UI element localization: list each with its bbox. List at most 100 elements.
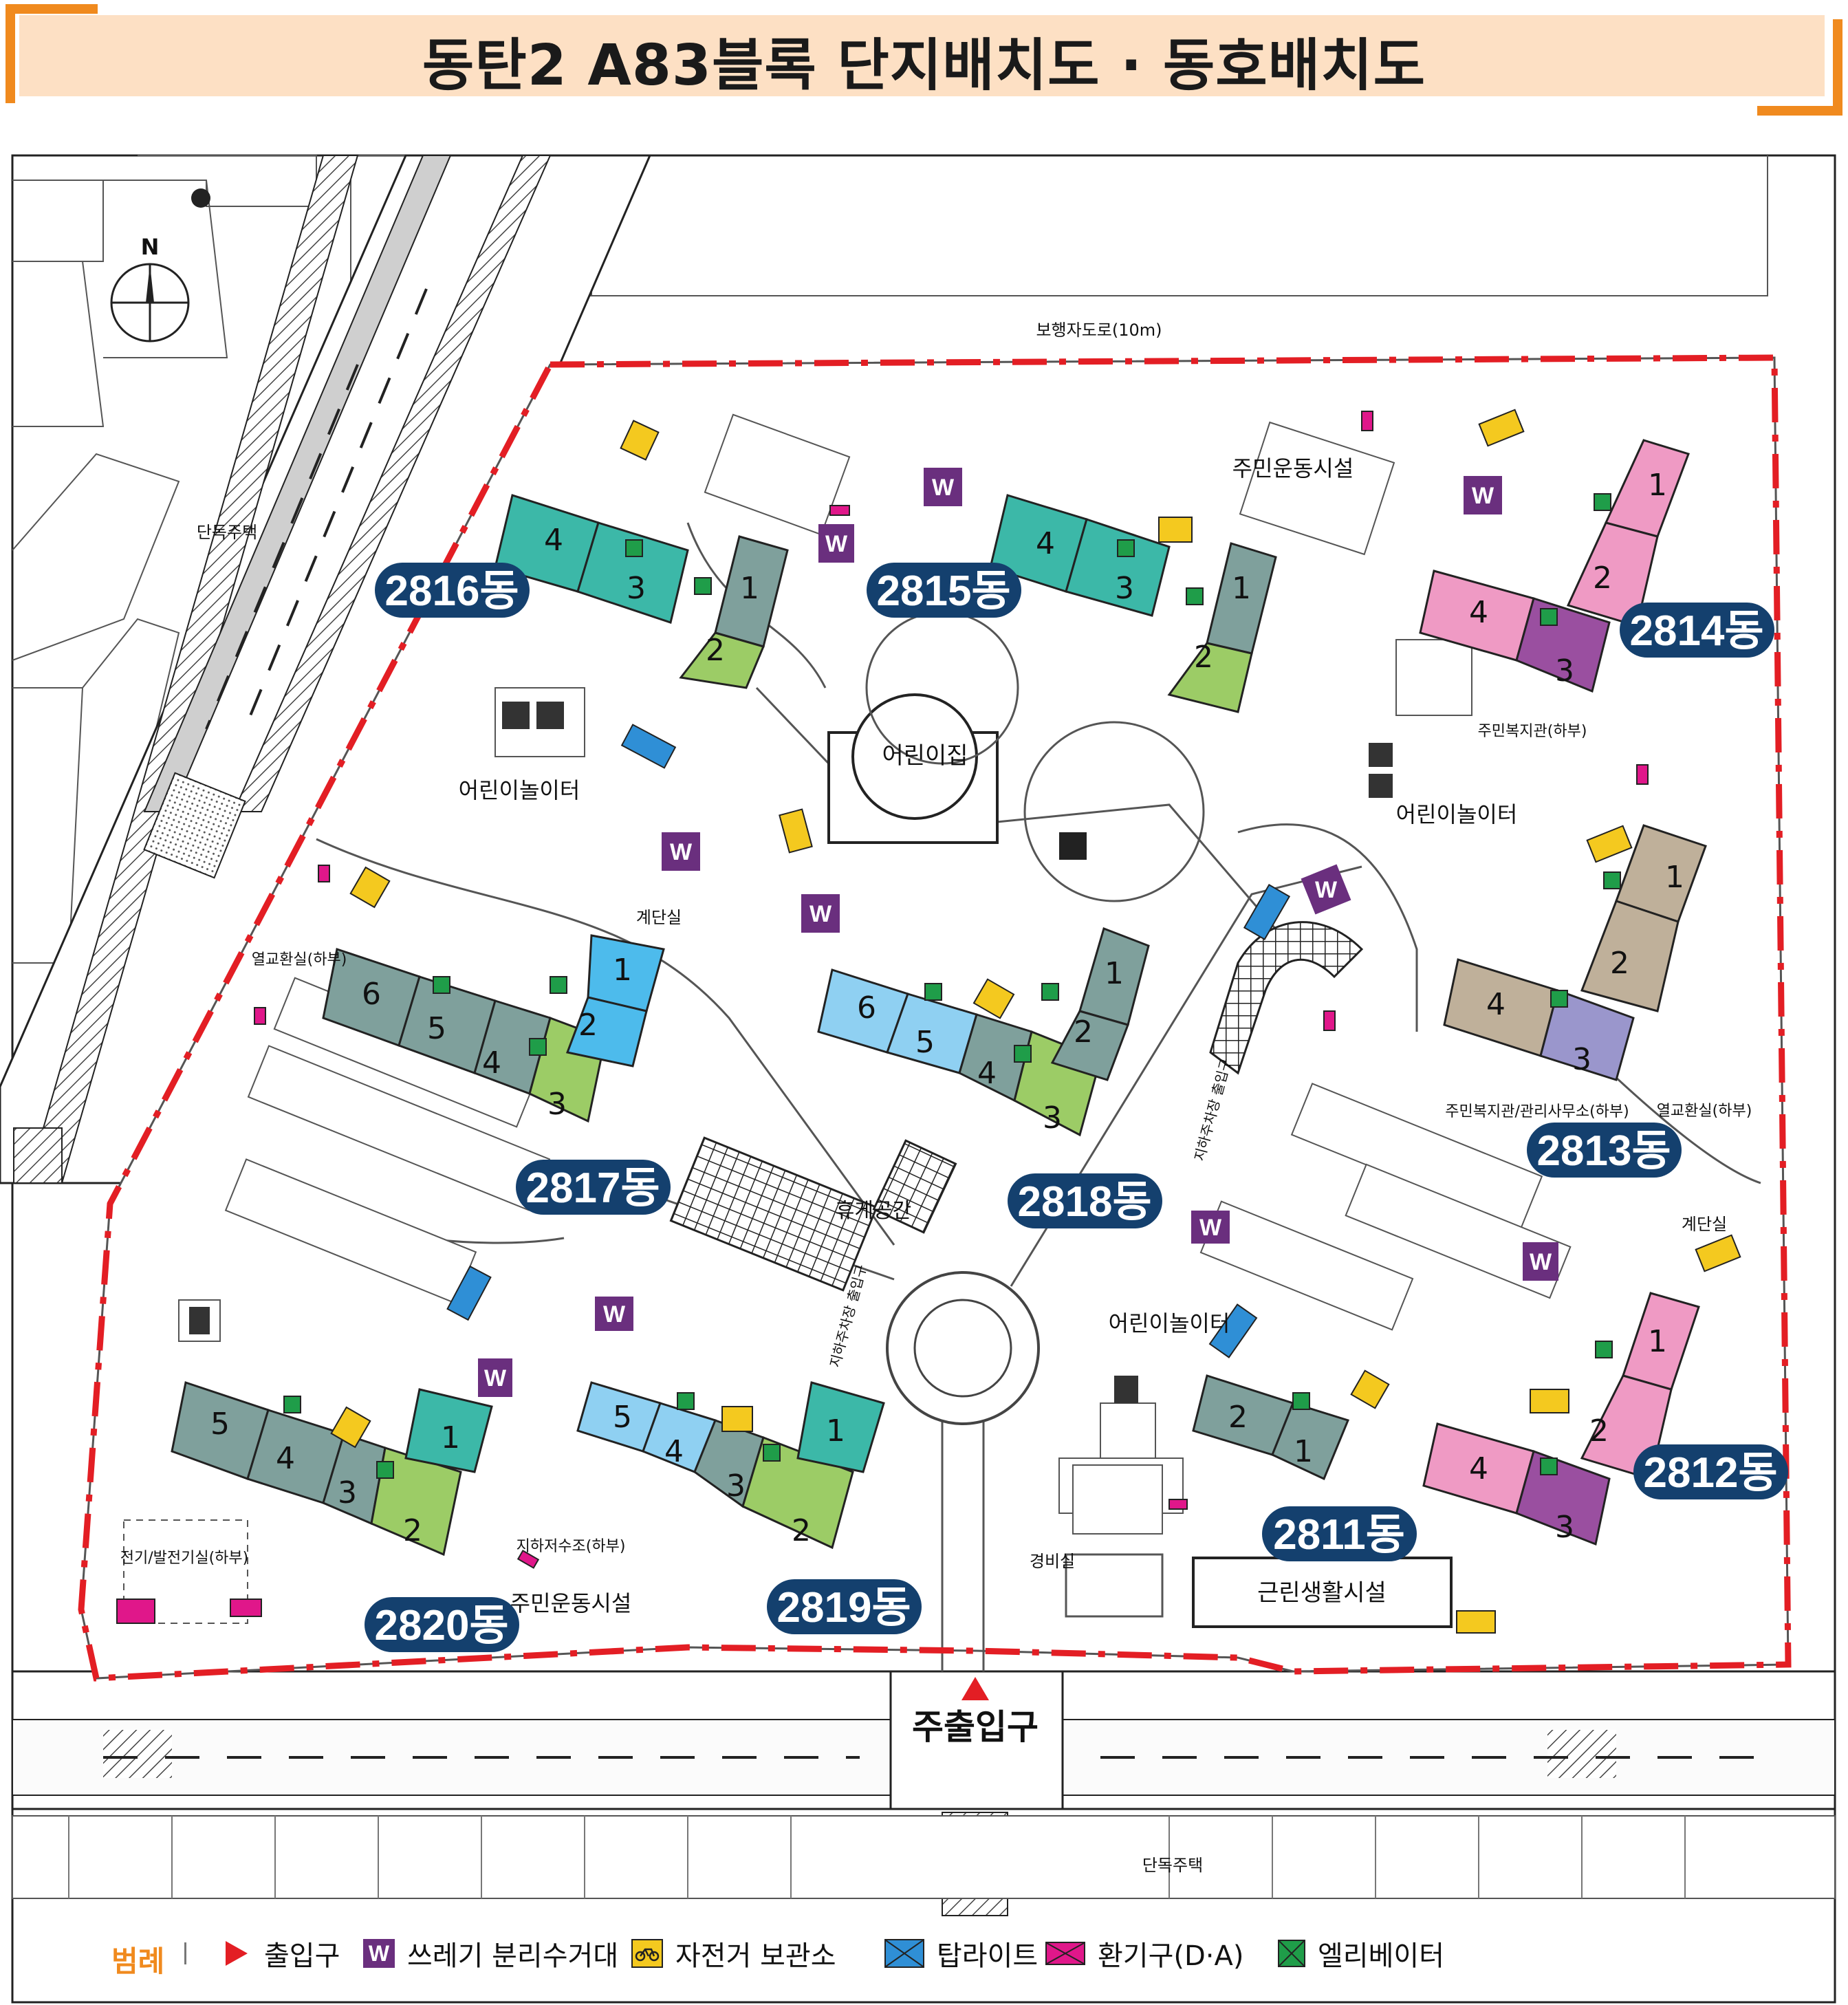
pedestrian-road-label: 보행자도로(10m) [1036, 321, 1162, 340]
daycare-label: 어린이집 [882, 742, 968, 770]
line-number: 4 [1036, 526, 1055, 561]
elevator-icon [1595, 1341, 1613, 1358]
line-number: 5 [915, 1025, 935, 1060]
line-number: 3 [1555, 653, 1574, 689]
line-number: 2 [1589, 1413, 1609, 1449]
badge-2814-label: 2814동 [1630, 607, 1764, 655]
bicycle-icon [1478, 409, 1525, 447]
line-number: 6 [362, 977, 381, 1012]
fitness-top-label: 주민운동시설 [1232, 455, 1354, 481]
line-number: 3 [726, 1468, 746, 1504]
top-light-icon [884, 1939, 924, 1968]
line-number: 3 [1572, 1042, 1591, 1077]
playground-2-label: 어린이놀이터 [1396, 801, 1518, 827]
svg-text:W: W [1315, 877, 1338, 903]
line-number: 1 [1232, 571, 1251, 606]
compass-n-label: N [141, 234, 160, 260]
vent-icon [254, 1007, 266, 1025]
header-corner-bottom-right [1757, 19, 1842, 116]
compass-north-arrow: N [110, 234, 190, 343]
elevator-icon [1041, 983, 1059, 1001]
svg-text:W: W [825, 531, 848, 557]
trash-w-icon: W [818, 524, 854, 563]
stair-left-label: 계단실 [636, 908, 682, 927]
line-number: 5 [210, 1407, 230, 1442]
top-light-icon [620, 724, 677, 769]
legend-item-entrance: 출입구 [220, 1937, 340, 1972]
elevator-icon [1186, 587, 1204, 605]
bicycle-icon [330, 1406, 371, 1449]
welfare-label: 주민복지관(하부) [1478, 723, 1587, 740]
trash-w-icon: W [1191, 1211, 1230, 1244]
page-title: 동탄2 A83블록 단지배치도 · 동호배치도 [422, 33, 1426, 98]
vent-icon [230, 1598, 262, 1617]
line-number: 2 [403, 1513, 422, 1548]
vent-icon [517, 1550, 540, 1569]
legend-label: 출입구 [264, 1940, 340, 1972]
badge-2816: 2816동 [375, 563, 530, 618]
line-number: 4 [1486, 987, 1505, 1022]
trash-w-icon: W [1464, 476, 1502, 514]
vent-icon [1361, 411, 1373, 431]
bicycle-icon [349, 866, 391, 909]
badge-2814: 2814동 [1620, 603, 1774, 658]
top-light-icon [446, 1265, 492, 1321]
playground-1-label: 어린이놀이터 [459, 777, 580, 803]
building-2817 [322, 934, 665, 1123]
elevator-icon [1550, 990, 1568, 1008]
legend-item-bicycle: 자전거 보관소 [631, 1937, 836, 1972]
elevator-icon [1117, 539, 1135, 557]
line-number: 2 [1610, 946, 1629, 981]
surrounding-lots [12, 155, 1768, 964]
badge-2815-label: 2815동 [877, 567, 1011, 615]
trash-w-icon: W [801, 894, 840, 933]
fitness-bottom-label: 주민운동시설 [510, 1590, 632, 1616]
water-tank-label: 지하저수조(하부) [517, 1538, 626, 1555]
badge-2819: 2819동 [767, 1579, 922, 1634]
electric-room-label: 전기/발전기실(하부) [120, 1550, 249, 1567]
top-light-icon [1208, 1303, 1258, 1358]
badge-2817-label: 2817동 [526, 1164, 660, 1212]
line-number: 4 [276, 1441, 295, 1476]
main-entrance-label-bg [901, 1704, 1050, 1753]
line-number: 3 [338, 1475, 357, 1510]
elevator-icon [550, 976, 567, 994]
legend-item-elevator: 엘리베이터 [1278, 1937, 1444, 1972]
line-number: 2 [1593, 561, 1612, 596]
building-2818 [817, 927, 1150, 1137]
daycare-building [827, 611, 1205, 902]
bicycle-icon [1586, 825, 1633, 863]
badge-2812-label: 2812동 [1644, 1449, 1778, 1497]
badge-2811: 2811동 [1262, 1506, 1417, 1561]
elevator-icon [283, 1396, 301, 1413]
bicycle-icon [1350, 1369, 1390, 1409]
line-number: 2 [706, 633, 725, 668]
legend-title: 범례 [111, 1944, 165, 1978]
commercial-building [1192, 1557, 1453, 1628]
building-2816 [494, 494, 789, 689]
bicycle-icon [972, 978, 1015, 1019]
elevator-icon [1014, 1045, 1032, 1063]
main-entrance-arrow-icon [961, 1677, 989, 1700]
line-number: 1 [826, 1413, 845, 1449]
line-number: 3 [627, 571, 646, 606]
badge-2812: 2812동 [1633, 1444, 1788, 1499]
elevator-icon [1603, 871, 1621, 889]
line-number: 2 [792, 1513, 811, 1548]
svg-text:W: W [603, 1301, 626, 1327]
building-2816-line-3 [576, 521, 689, 624]
detached-house-left-label: 단독주택 [197, 523, 257, 542]
line-number: 3 [547, 1087, 567, 1122]
badge-2819-label: 2819동 [777, 1584, 911, 1632]
trash-w-icon: W [363, 1939, 395, 1968]
trash-w-icon: W [1301, 864, 1351, 915]
building-2816-line-2 [679, 631, 765, 689]
vent-icon [318, 865, 330, 882]
legend-item-vent: 환기구(D·A) [1045, 1937, 1244, 1972]
line-numbers: 4 3 1 2 4 3 1 2 1 2 4 3 6 5 4 3 1 2 6 5 … [210, 468, 1684, 1548]
top-light-icon [1243, 883, 1291, 941]
badge-2813: 2813동 [1527, 1123, 1682, 1178]
trash-w-icon: W [595, 1297, 633, 1331]
elevator-icon [677, 1392, 695, 1410]
